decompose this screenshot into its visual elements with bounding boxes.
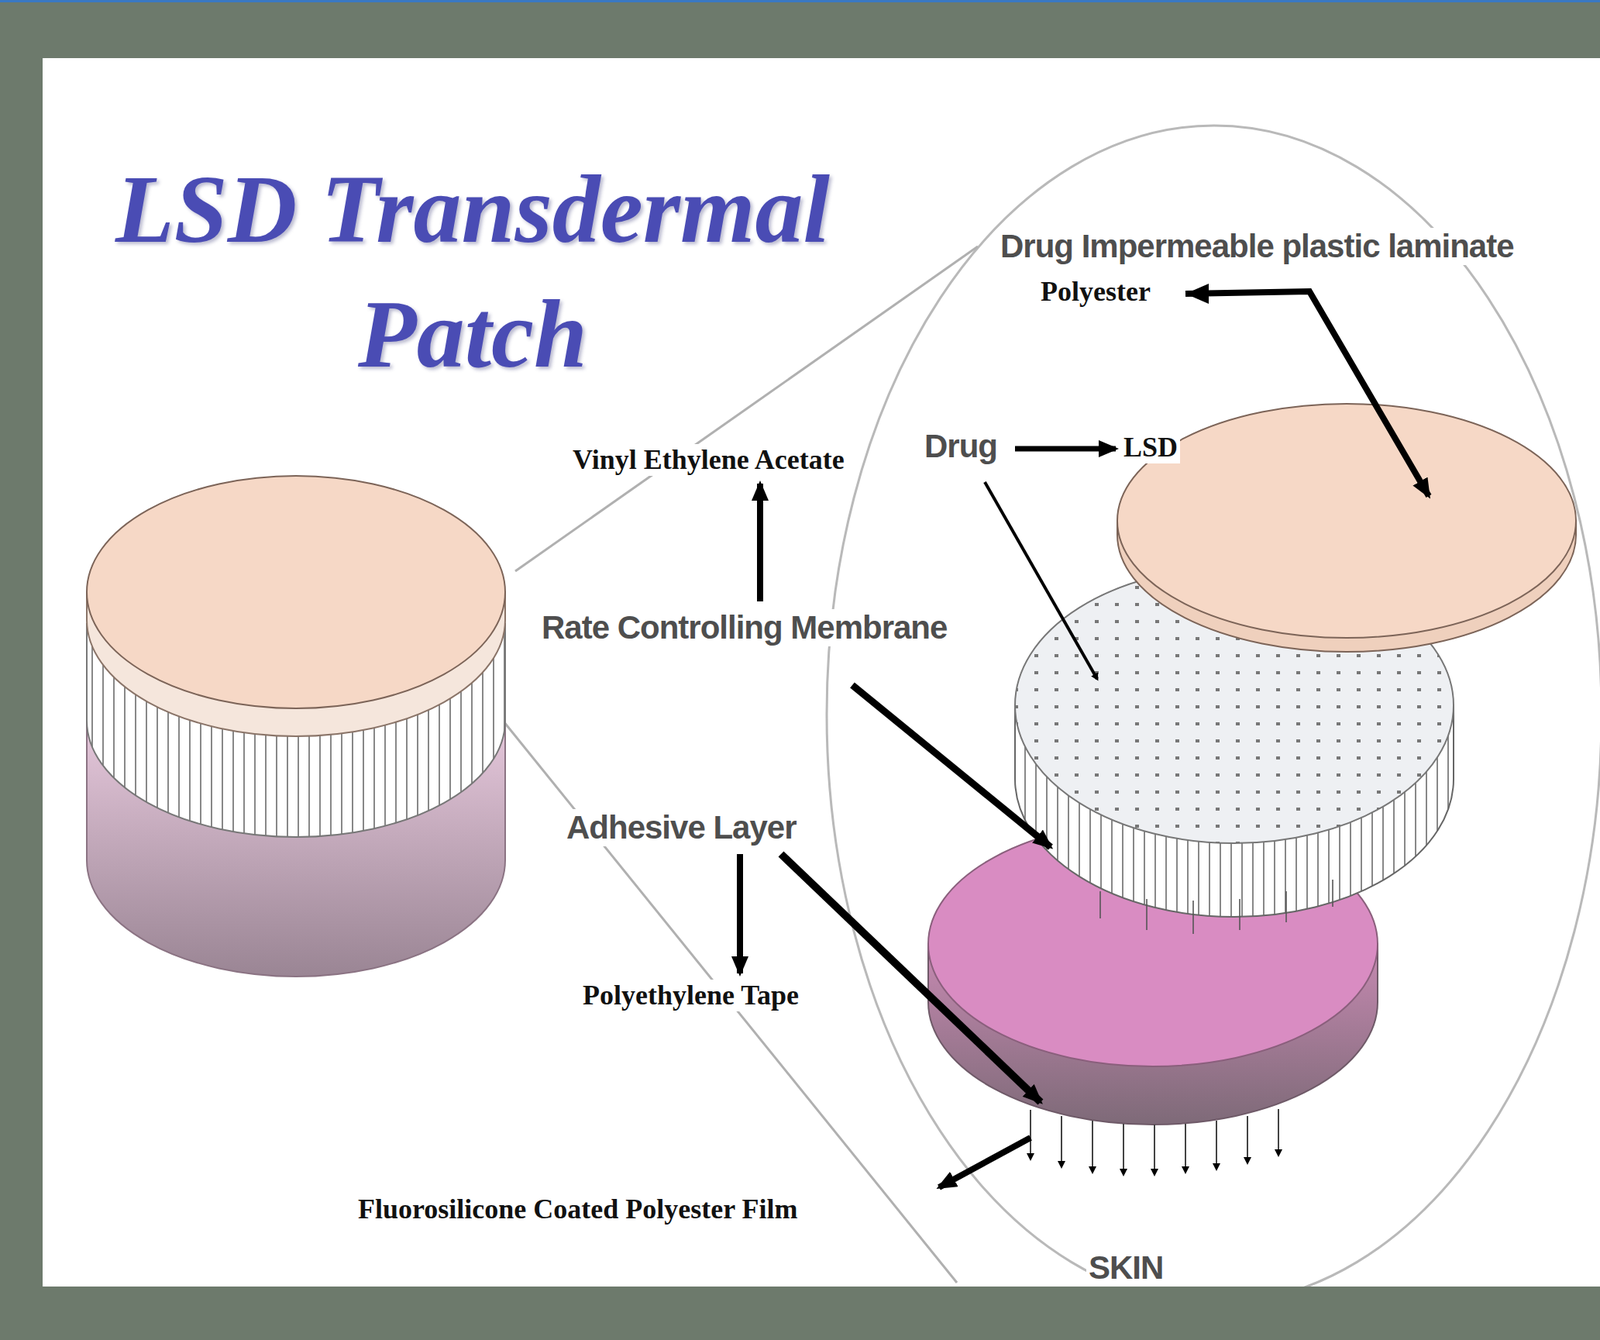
part-label: Adhesive Layer [564, 808, 799, 847]
leader-drug-lsd [1015, 446, 1116, 452]
leader-laminate [1185, 291, 1429, 496]
part-label: Rate Controlling Membrane [539, 609, 950, 647]
laminate-top [1117, 403, 1576, 638]
leader-lines [739, 283, 1429, 1188]
part-label: Fluorosilicone Coated Polyester Film [355, 1193, 801, 1225]
top-rule [0, 0, 1600, 3]
diagram-title: LSD Transdermal Patch [85, 147, 861, 397]
laminate-top [86, 475, 506, 709]
leader-membrane [852, 684, 1051, 847]
part-label: Drug [922, 427, 1000, 465]
leader-adhesive [781, 853, 1041, 1102]
white-panel [42, 58, 1600, 1287]
part-label: SKIN [1086, 1249, 1166, 1287]
leader-adhesive-material [736, 853, 744, 974]
part-label: Polyethylene Tape [580, 979, 802, 1012]
arrow-head [1185, 283, 1209, 304]
leader-release-liner [939, 1137, 1031, 1188]
part-label: Vinyl Ethylene Acetate [570, 443, 847, 476]
membrane-needles [1100, 879, 1333, 934]
skin-arrows [1030, 1108, 1279, 1174]
part-label: Polyester [1038, 275, 1153, 308]
part-label: Drug Impermeable plastic laminate [997, 227, 1517, 265]
magnifier-ellipse [826, 125, 1600, 1287]
magnifier [484, 125, 1600, 1287]
laminate-disc [1117, 403, 1576, 652]
leader-membrane-material [756, 483, 764, 602]
leader-drug [984, 481, 1098, 679]
part-label: LSD [1121, 431, 1181, 464]
small-patch [86, 475, 506, 977]
